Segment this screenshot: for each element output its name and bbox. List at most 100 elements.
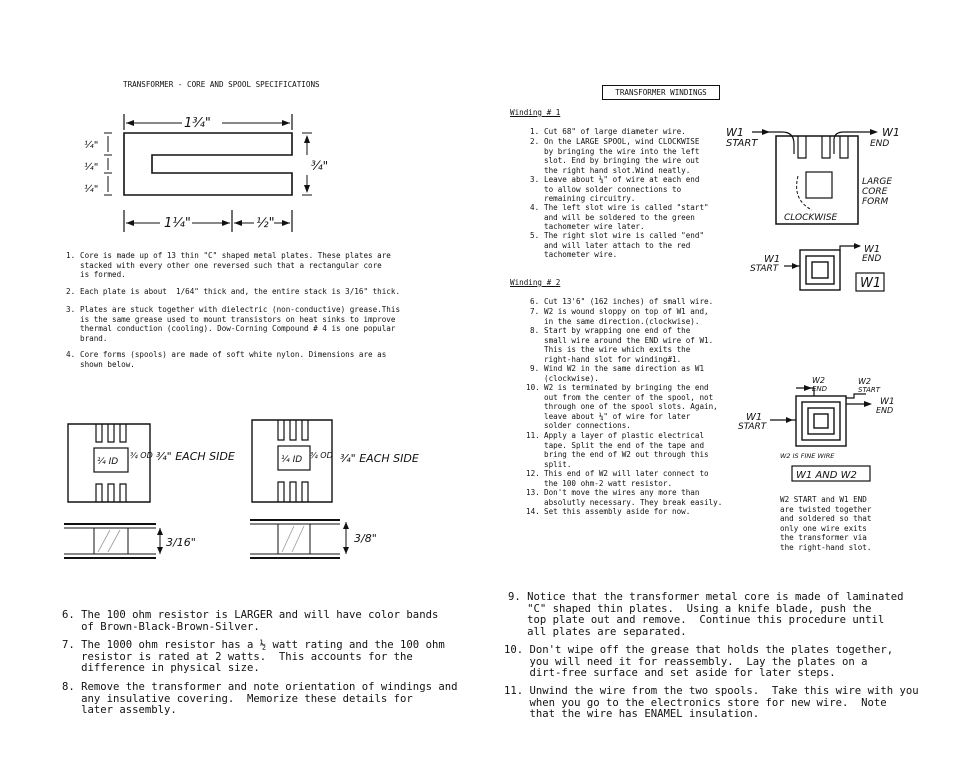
step-number: 6.: [62, 609, 75, 621]
w2-item-7: 7.: [530, 307, 539, 317]
item-number: 9.: [530, 364, 540, 373]
note-2: 2.: [66, 287, 75, 297]
w1-item-1: 1.: [530, 127, 539, 137]
item-number: 10.: [526, 383, 540, 392]
w1-item-5: 5.: [530, 231, 539, 241]
fig3-w1-start-a: W1: [746, 412, 762, 423]
item-number: 2.: [530, 137, 540, 146]
fig1-side-b: CORE: [862, 187, 888, 197]
fig1-start-b: START: [726, 138, 758, 149]
spool-1-od: ¾ OD: [130, 451, 153, 460]
w2-item-12: 12.: [526, 469, 540, 479]
item-number: 3.: [530, 175, 540, 184]
step-number: 9.: [508, 591, 521, 603]
fig3-w2-end-b: END: [812, 385, 828, 393]
item-number: 11.: [526, 431, 540, 440]
fig2-start-a: W1: [764, 254, 780, 265]
w1-item-2: 2.: [530, 137, 539, 147]
w1-item-3: 3.: [530, 175, 539, 185]
note-number: 1.: [66, 251, 76, 260]
spool-2-od: ¾ OD: [310, 451, 333, 460]
spool-2-diagram: ¼ ID ¾ OD ¾" EACH SIDE 3/8": [250, 419, 419, 559]
dim-bottom-right: ½": [256, 216, 275, 231]
spool-2-id: ¼ ID: [281, 455, 302, 465]
w2-item-13-text: Don't move the wires any more than absol…: [544, 488, 723, 507]
core-plate-diagram: 1¾" ¾" ¼" ¼" ¼" 1¼" ½": [84, 114, 328, 232]
item-number: 4.: [530, 203, 540, 212]
step-text: The 100 ohm resistor is LARGER and will …: [81, 609, 439, 633]
note-1: 1.: [66, 251, 75, 261]
note-4: 4.: [66, 350, 75, 360]
item-number: 12.: [526, 469, 540, 478]
winding-2-result-figure: W2 END W2 START W1 END W1 START W2 IS FI…: [738, 376, 895, 482]
winding-2-heading: Winding # 2: [510, 278, 561, 287]
fig3-w2-start-b: START: [858, 386, 881, 394]
w2-item-9: 9.: [530, 364, 539, 374]
fig3-w1-start-b: START: [738, 422, 768, 432]
left-step-6: 6. The 100 ohm resistor is LARGER and wi…: [62, 609, 439, 633]
w2-item-11: 11.: [526, 431, 540, 441]
step-text: Unwind the wire from the two spools. Tak…: [529, 685, 919, 721]
spool-1-thick: 3/16": [166, 536, 196, 549]
w2-item-12-text: This end of W2 will later connect to the…: [544, 469, 709, 488]
fig2-box: W1: [860, 276, 881, 291]
note-4-text: Core forms (spools) are made of soft whi…: [80, 350, 387, 369]
step-text: Notice that the transformer metal core i…: [527, 591, 904, 638]
dim-stack-c: ¼": [84, 183, 98, 195]
left-page-title: TRANSFORMER - CORE AND SPOOL SPECIFICATI…: [123, 80, 320, 89]
note-number: 3.: [66, 305, 76, 314]
note-3-text: Plates are stuck together with dielectri…: [80, 305, 401, 343]
item-number: 13.: [526, 488, 540, 497]
item-number: 5.: [530, 231, 540, 240]
item-number: 6.: [530, 297, 540, 306]
w2-item-10: 10.: [526, 383, 540, 393]
w1-item-5-text: The right slot wire is called "end" and …: [544, 231, 705, 260]
spool-1-diagram: ¼ ID ¾ OD ¾" EACH SIDE 3/16": [64, 423, 235, 559]
w1-item-2-text: On the LARGE SPOOL, wind CLOCKWISE by br…: [544, 137, 700, 175]
note-number: 2.: [66, 287, 76, 296]
item-number: 1.: [530, 127, 540, 136]
w2-item-6-text: Cut 13'6" (162 inches) of small wire.: [544, 297, 714, 306]
step-number: 11.: [504, 685, 524, 697]
fig3-note: W2 IS FINE WIRE: [780, 452, 835, 460]
note-3: 3.: [66, 305, 75, 315]
fig1-end-b: END: [870, 139, 889, 149]
step-text: The 1000 ohm resistor has a ½ watt ratin…: [81, 639, 445, 675]
w2-item-14: 14.: [526, 507, 540, 517]
step-text: Don't wipe off the grease that holds the…: [529, 644, 894, 680]
fig3-w2-end-a: W2: [812, 376, 825, 385]
w2-item-7-text: W2 is wound sloppy on top of W1 and, in …: [544, 307, 709, 326]
fig1-clockwise: CLOCKWISE: [784, 213, 838, 223]
fig1-end-a: W1: [882, 126, 900, 139]
step-number: 10.: [504, 644, 524, 656]
fig2-start-b: START: [750, 264, 780, 274]
item-number: 14.: [526, 507, 540, 516]
dim-stack-a: ¼": [84, 139, 98, 151]
item-number: 8.: [530, 326, 540, 335]
winding-1-heading: Winding # 1: [510, 108, 561, 117]
w2-item-8: 8.: [530, 326, 539, 336]
w1-item-4-text: The left slot wire is called "start" and…: [544, 203, 709, 232]
figure-caption: W2 START and W1 END are twisted together…: [780, 495, 872, 552]
w2-item-13: 13.: [526, 488, 540, 498]
fig3-box: W1 AND W2: [796, 470, 857, 481]
right-step-9: 9. Notice that the transformer metal cor…: [508, 591, 904, 638]
fig3-w1-end-b: END: [876, 406, 893, 415]
fig2-end-a: W1: [864, 244, 880, 255]
w1-item-3-text: Leave about ¼" of wire at each end to al…: [544, 175, 700, 204]
note-number: 4.: [66, 350, 76, 359]
w1-item-4: 4.: [530, 203, 539, 213]
spool-2-side: ¾" EACH SIDE: [340, 452, 419, 465]
dim-height: ¾": [311, 159, 328, 173]
w2-item-6: 6.: [530, 297, 539, 307]
note-1-text: Core is made up of 13 thin "C" shaped me…: [80, 251, 391, 280]
right-step-10: 10. Don't wipe off the grease that holds…: [504, 644, 894, 680]
winding-1-result-figure: W1 START W1 END W1: [750, 243, 885, 292]
w2-item-8-text: Start by wrapping one end of the small w…: [544, 326, 714, 364]
right-page-title: TRANSFORMER WINDINGS: [602, 85, 720, 100]
dim-bottom-left: 1¼": [164, 216, 191, 231]
fig3-w2-start-a: W2: [858, 377, 871, 386]
step-number: 8.: [62, 681, 75, 693]
step-number: 7.: [62, 639, 75, 651]
dim-stack-b: ¼": [84, 161, 98, 173]
